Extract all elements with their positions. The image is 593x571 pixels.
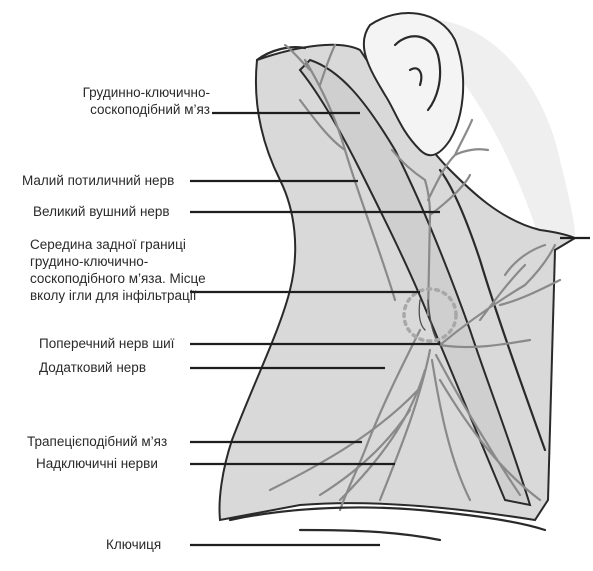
label-supraclavicular: Надключичні нерви [36,455,158,472]
clavicle-lower [300,530,440,540]
label-lesser-occipital: Малий потиличний нерв [22,172,174,189]
label-scm-line1: Грудинно-ключично- [83,84,210,101]
label-scm-line2: соскоподібний м’яз [83,101,210,118]
label-clavicle: Ключиця [106,536,161,553]
label-midpoint-line3: соскоподібного м’яза. Місце [30,270,206,287]
label-midpoint: Середина задної границі грудино-ключично… [30,236,206,304]
label-scm: Грудинно-ключично- соскоподібний м’яз [83,84,210,118]
label-trapezius: Трапецієподібний м’яз [27,433,167,450]
label-transverse-cervical: Поперечний нерв шиї [39,335,174,352]
label-midpoint-line1: Середина задної границі [30,236,206,253]
label-midpoint-line2: грудино-ключично- [30,253,206,270]
label-midpoint-line4: вколу ігли для інфільтрації [30,287,206,304]
label-great-auricular: Великий вушний нерв [33,203,170,220]
label-accessory: Додатковий нерв [39,359,146,376]
